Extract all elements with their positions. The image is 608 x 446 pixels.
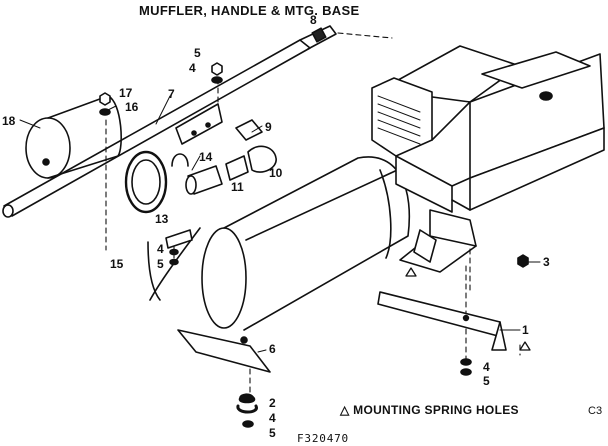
handle-tube: [2, 25, 337, 218]
muffler-body: [124, 150, 168, 214]
callout-10: 10: [269, 166, 283, 180]
engine-assembly: [371, 45, 605, 273]
callout-4: 4: [483, 360, 490, 374]
callout-1: 1: [522, 323, 529, 337]
callout-13: 13: [155, 212, 169, 226]
callout-4: 4: [269, 411, 276, 425]
callout-8: 8: [310, 13, 317, 27]
mounting-spring-holes-note: △ MOUNTING SPRING HOLES: [340, 403, 519, 417]
mounting-base: [177, 291, 507, 373]
callout-4: 4: [157, 242, 164, 256]
callout-6: 6: [269, 342, 276, 356]
callout-14: 14: [199, 150, 213, 164]
callout-4: 4: [189, 61, 196, 75]
callout-9: 9: [265, 120, 272, 134]
callout-11: 11: [231, 180, 244, 194]
callout-5: 5: [194, 46, 201, 60]
callout-5: 5: [269, 426, 276, 440]
callout-7: 7: [168, 87, 175, 101]
callout-2: 2: [269, 396, 276, 410]
nuts-lower: [460, 358, 472, 376]
muffler-end-cap: [25, 95, 122, 179]
callout-15: 15: [110, 257, 124, 271]
figure-number: F320470: [297, 432, 349, 445]
mounting-spring: [236, 393, 258, 428]
triangle-markers: [405, 267, 531, 351]
callout-5: 5: [157, 257, 164, 271]
exhaust-fittings: [171, 119, 277, 195]
callout-16: 16: [125, 100, 139, 114]
nut-washer-17-16: [99, 92, 111, 116]
leader-lines: [19, 95, 541, 353]
handle-bracket: [175, 103, 223, 145]
nut-washer-top: [211, 62, 223, 84]
callout-3: 3: [543, 255, 550, 269]
diagram-title: MUFFLER, HANDLE & MTG. BASE: [139, 3, 360, 18]
callout-5: 5: [483, 374, 490, 388]
page-code: C3: [588, 405, 603, 417]
callout-18: 18: [2, 114, 16, 128]
callout-17: 17: [119, 86, 133, 100]
strap-clamp: [147, 227, 201, 301]
bolt-3: [517, 254, 529, 268]
